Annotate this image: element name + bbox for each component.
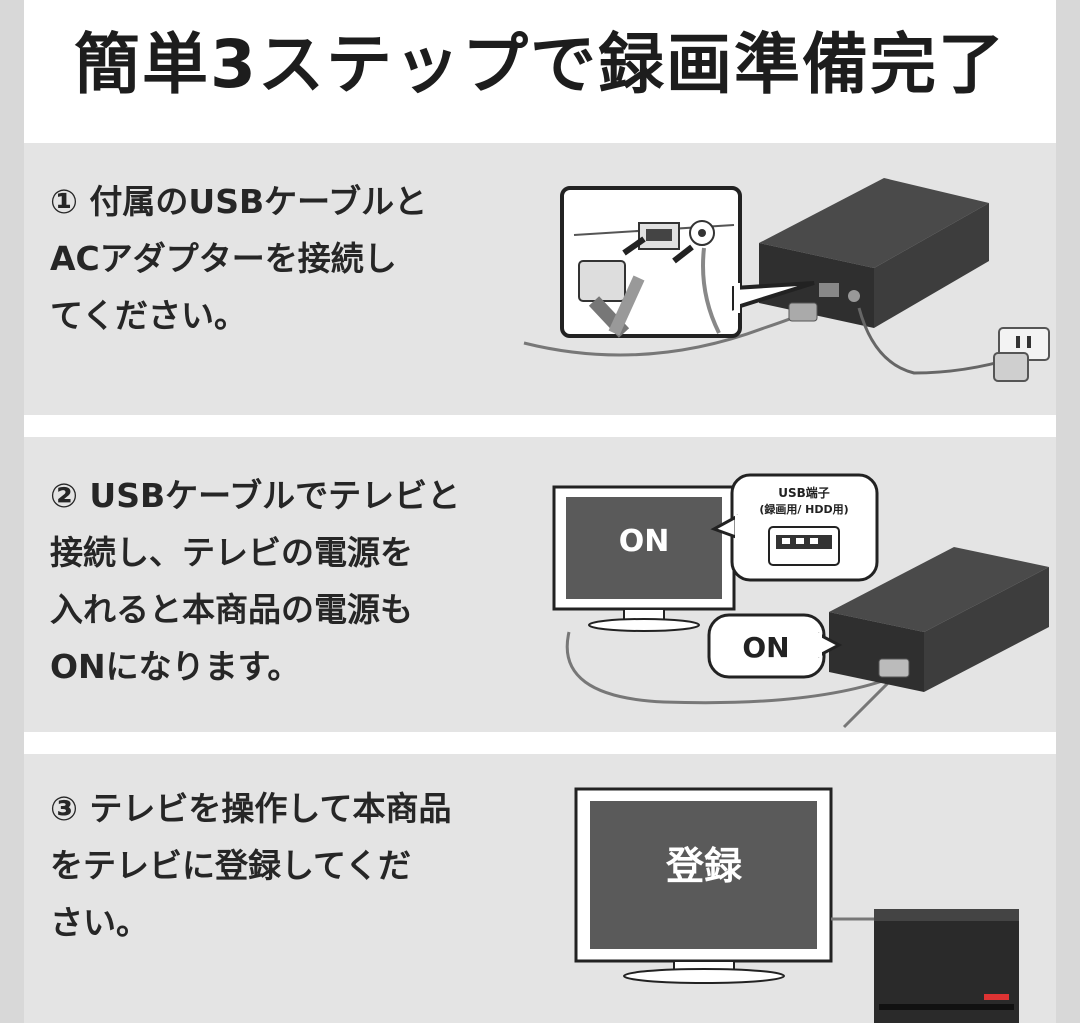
usb-port-icon xyxy=(819,283,839,297)
hdd-on-label: ON xyxy=(742,631,789,664)
step-3-illustration: 登録 xyxy=(524,754,1056,1023)
step-1-panel: ① 付属のUSBケーブルと ACアダプターを接続し てください。 xyxy=(24,143,1056,415)
tv-screen-label: 登録 xyxy=(665,844,743,888)
step-3-text: ③ テレビを操作して本商品 をテレビに登録してくだ さい。 xyxy=(50,789,452,942)
tv-screen-label: ON xyxy=(619,524,670,559)
step-1-illustration xyxy=(494,143,1056,415)
right-frame xyxy=(1056,0,1080,1023)
step-2-panel: ② USBケーブルでテレビと 接続し、テレビの電源を 入れると本商品の電源も O… xyxy=(24,437,1056,732)
step-2-illustration: ON USB端子 (録画用/ HDD用) xyxy=(514,437,1056,732)
left-frame xyxy=(0,0,24,1023)
usb-port-sublabel: (録画用/ HDD用) xyxy=(759,502,848,516)
step-3-panel: ③ テレビを操作して本商品 をテレビに登録してくだ さい。 登録 xyxy=(24,754,1056,1023)
step-2-text: ② USBケーブルでテレビと 接続し、テレビの電源を 入れると本商品の電源も O… xyxy=(50,476,461,686)
step-1-text: ① 付属のUSBケーブルと ACアダプターを接続し てください。 xyxy=(50,182,428,335)
page-title: 簡単3ステップで録画準備完了 xyxy=(74,26,1006,103)
usb-port-label: USB端子 xyxy=(778,485,830,500)
